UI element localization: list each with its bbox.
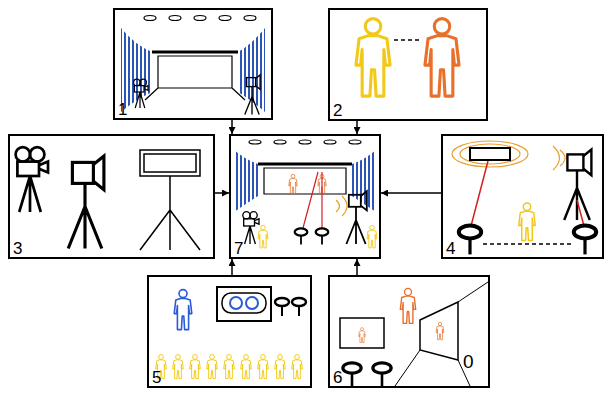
flow-arrow [356, 121, 358, 134]
flow-arrow [356, 259, 358, 275]
panel-number: 4 [446, 240, 455, 257]
flow-arrow [231, 259, 233, 275]
people-illustration [356, 19, 459, 97]
panel-box: 7 [229, 134, 381, 259]
panel-number: 3 [13, 240, 22, 257]
panel-box: 2 [328, 8, 488, 121]
equipment-illustration [16, 147, 200, 250]
panel-box: 4 [441, 134, 604, 259]
composite-illustration [234, 140, 377, 248]
panel-number: 6 [333, 369, 342, 386]
panel-number: 2 [333, 102, 342, 119]
flow-arrow [215, 192, 229, 194]
flow-arrow [381, 192, 441, 194]
audience-illustration [156, 287, 306, 379]
tracking-illustration [452, 141, 596, 254]
panel-number: 1 [118, 101, 127, 118]
panel-number: 7 [234, 240, 243, 257]
studio-illustration [121, 16, 265, 115]
panel-box: 1 [113, 8, 273, 120]
flow-arrow [231, 120, 233, 134]
figure-label: 0 [463, 352, 474, 371]
display-illustration [340, 282, 488, 386]
panel-number: 5 [152, 369, 161, 386]
panel-box: 6 [328, 275, 490, 388]
panel-box: 5 [147, 275, 312, 388]
panel-box: 3 [8, 134, 215, 259]
